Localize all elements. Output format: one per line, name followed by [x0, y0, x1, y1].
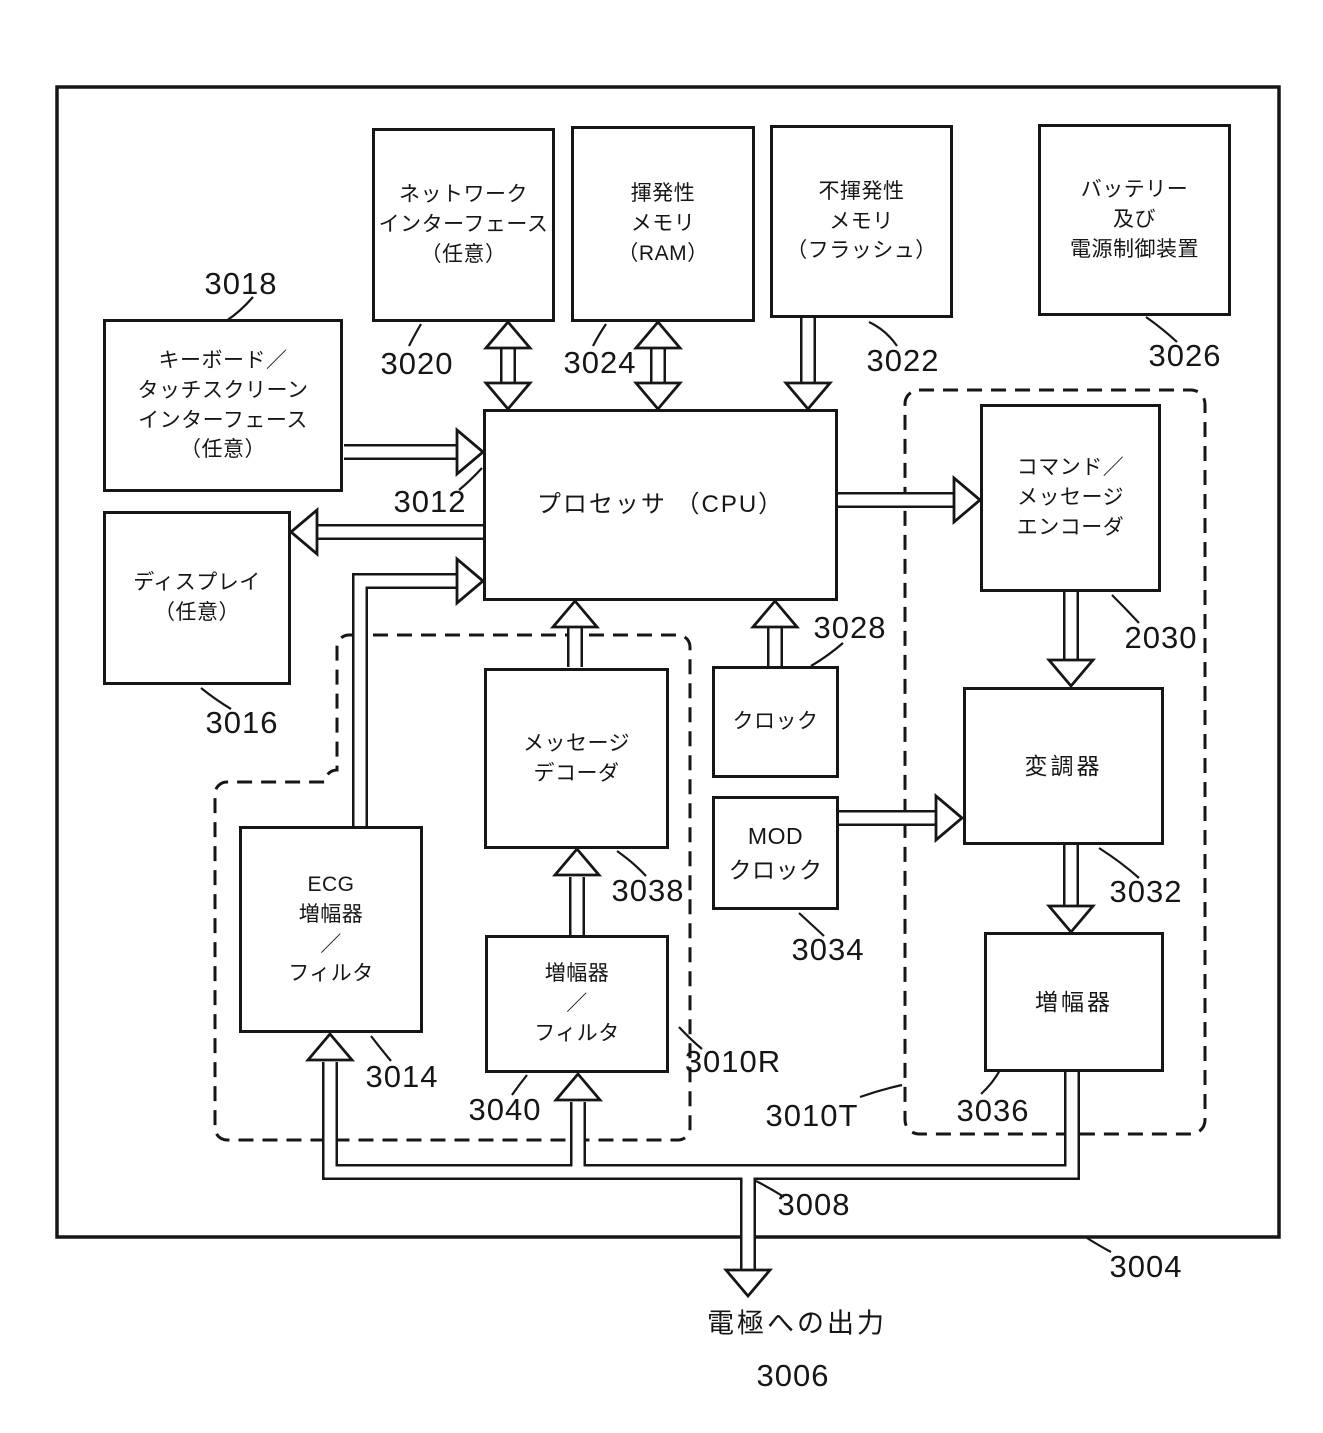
box-nonvolatile-memory-label: 不揮発性 メモリ （フラッシュ）: [786, 179, 937, 263]
leader-3028: [810, 642, 844, 667]
arrowhead-right-modclock-modulator: [934, 792, 965, 844]
box-volatile-memory: 揮発性 メモリ （RAM）: [571, 126, 755, 322]
transmitter-region-3010T: [903, 388, 1207, 1136]
ref-label-3008: 3008: [777, 1187, 851, 1222]
box-clock: クロック: [712, 666, 839, 778]
leader-3034: [798, 912, 825, 937]
leader-3040: [511, 1074, 528, 1096]
leader-3010T: [859, 1083, 903, 1099]
box-display: ディスプレイ （任意）: [103, 511, 291, 685]
box-ecg-amplifier-filter-label: ECG 増幅器 ／ フィルタ: [288, 872, 374, 986]
box-keyboard-touchscreen-label: キーボード／ タッチスクリーン インターフェース （任意）: [137, 348, 309, 462]
ref-label-3036: 3036: [956, 1093, 1030, 1128]
arrowhead-down-encoder-modulator: [1045, 658, 1097, 689]
leader-3038: [616, 850, 647, 877]
box-mod-clock: MOD クロック: [712, 796, 839, 910]
arrowhead-up-ram: [632, 319, 684, 350]
arrowhead-down-electrode-output: [722, 1268, 774, 1299]
arrowhead-down-flash-cpu: [782, 381, 834, 412]
arrowhead-right-cpu-encoder: [952, 474, 983, 526]
box-modulator-label: 変調器: [1024, 752, 1103, 779]
box-clock-label: クロック: [732, 710, 819, 734]
leader-3022: [868, 321, 898, 347]
leader-2030: [1111, 594, 1140, 624]
ref-label-3016: 3016: [205, 705, 279, 740]
box-message-decoder-label: メッセージ デコーダ: [522, 731, 631, 785]
arrow-heads: [288, 319, 1097, 1299]
arrowhead-up-bus-ecg: [304, 1031, 356, 1062]
leader-3026: [1145, 316, 1178, 343]
arrowhead-up-decoder-cpu: [549, 598, 601, 629]
leader-3008: [755, 1180, 785, 1198]
ref-label-3024: 3024: [563, 345, 637, 380]
leader-3020: [408, 323, 422, 347]
box-ecg-amplifier-filter: ECG 増幅器 ／ フィルタ: [239, 826, 423, 1033]
box-command-message-encoder: コマンド／ メッセージ エンコーダ: [980, 404, 1161, 592]
leader-lines: [200, 296, 1178, 1253]
arrowhead-right-keyboard-cpu: [455, 426, 486, 478]
arrowhead-down-modulator-amplifier: [1045, 904, 1097, 935]
ref-label-3012: 3012: [393, 484, 467, 519]
arrowhead-up-network: [482, 319, 534, 350]
arrowhead-down-ram-cpu: [632, 381, 684, 412]
outer-device-border: [55, 85, 1281, 1239]
ref-label-3014: 3014: [365, 1059, 439, 1094]
receiver-region-3010R: [213, 633, 692, 1142]
box-processor-cpu: プロセッサ （CPU）: [483, 409, 838, 601]
box-amplifier-filter: 増幅器 ／ フィルタ: [485, 935, 669, 1073]
ref-label-2030: 2030: [1124, 620, 1198, 655]
ref-label-3034: 3034: [791, 932, 865, 967]
leader-3004: [1086, 1237, 1112, 1253]
ref-label-3010T: 3010T: [765, 1098, 859, 1133]
arrowhead-up-bus-ampfilter: [552, 1071, 604, 1102]
box-volatile-memory-label: 揮発性 メモリ （RAM）: [617, 182, 709, 265]
leader-3014: [370, 1035, 392, 1062]
ref-label-3040: 3040: [468, 1092, 542, 1127]
ref-label-3026: 3026: [1148, 338, 1222, 373]
box-keyboard-touchscreen: キーボード／ タッチスクリーン インターフェース （任意）: [103, 319, 343, 492]
leader-3032: [1098, 847, 1140, 879]
ref-label-3010R: 3010R: [684, 1044, 782, 1079]
box-battery-power-control: バッテリー 及び 電源制御装置: [1038, 124, 1231, 316]
box-mod-clock-label: MOD クロック: [728, 822, 823, 884]
ref-label-3038: 3038: [611, 873, 685, 908]
arrowhead-right-ecg-cpu: [455, 555, 486, 607]
leader-3036: [980, 1069, 1001, 1095]
arrowhead-up-ampfilter-decoder: [551, 846, 603, 877]
box-display-label: ディスプレイ （任意）: [133, 571, 261, 624]
arrowhead-left-cpu-display: [288, 506, 319, 558]
ref-label-3032: 3032: [1109, 874, 1183, 909]
leader-3024: [592, 323, 607, 347]
ref-label-3028: 3028: [813, 610, 887, 645]
box-command-message-encoder-label: コマンド／ メッセージ エンコーダ: [1016, 456, 1125, 539]
leader-3012: [458, 467, 483, 491]
ref-label-3022: 3022: [866, 343, 940, 378]
box-network-interface: ネットワーク インターフェース （任意）: [372, 128, 555, 322]
box-nonvolatile-memory: 不揮発性 メモリ （フラッシュ）: [770, 125, 953, 318]
box-amplifier-tx-label: 増幅器: [1035, 988, 1113, 1015]
ref-label-3006: 3006: [756, 1358, 830, 1393]
box-processor-cpu-label: プロセッサ （CPU）: [536, 490, 785, 518]
leader-3016: [200, 687, 232, 710]
ref-label-3004: 3004: [1109, 1249, 1183, 1284]
ref-label-3020: 3020: [380, 346, 454, 381]
box-amplifier-filter-label: 増幅器 ／ フィルタ: [534, 962, 620, 1045]
ref-label-3018: 3018: [204, 266, 278, 301]
arrowhead-up-clock-cpu: [749, 598, 801, 629]
box-battery-power-control-label: バッテリー 及び 電源制御装置: [1070, 178, 1199, 261]
box-message-decoder: メッセージ デコーダ: [484, 668, 669, 849]
leader-3010R: [678, 1026, 703, 1050]
box-network-interface-label: ネットワーク インターフェース （任意）: [378, 183, 549, 266]
electrode-output-caption: 電極への出力: [707, 1308, 887, 1339]
box-modulator: 変調器: [963, 687, 1164, 845]
arrowhead-down-network-cpu: [482, 381, 534, 412]
box-amplifier-tx: 増幅器: [984, 932, 1164, 1072]
